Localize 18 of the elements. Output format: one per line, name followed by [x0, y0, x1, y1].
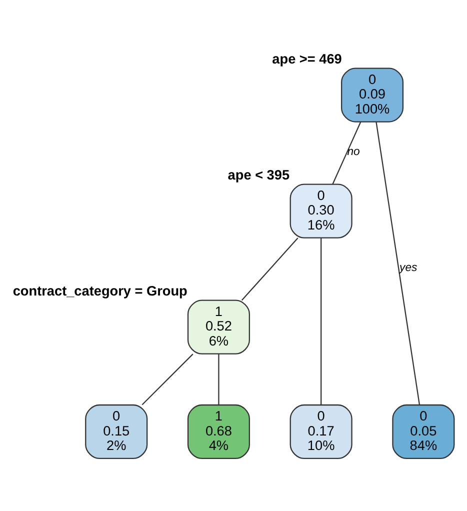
connector	[320, 238, 322, 404]
connector	[376, 121, 420, 404]
connector	[241, 237, 298, 300]
node-box: 1 0.68 4%	[187, 404, 250, 459]
node-box: 1 0.52 6%	[187, 299, 250, 354]
node-label: ape >= 469	[272, 50, 342, 66]
node-label: contract_category = Group	[12, 282, 188, 298]
connector	[218, 354, 220, 404]
edge-label: no	[347, 145, 360, 158]
connector	[142, 353, 194, 405]
connector	[332, 121, 362, 184]
node-box: 0 0.30 16%	[290, 183, 352, 238]
node-box: 0 0.15 2%	[85, 404, 148, 459]
node-label: ape < 395	[228, 166, 290, 182]
edge-label: yes	[400, 261, 418, 274]
node-box: 0 0.05 84%	[392, 404, 455, 459]
node-box: 0 0.09 100%	[340, 67, 404, 122]
node-box: 0 0.17 10%	[290, 404, 352, 459]
